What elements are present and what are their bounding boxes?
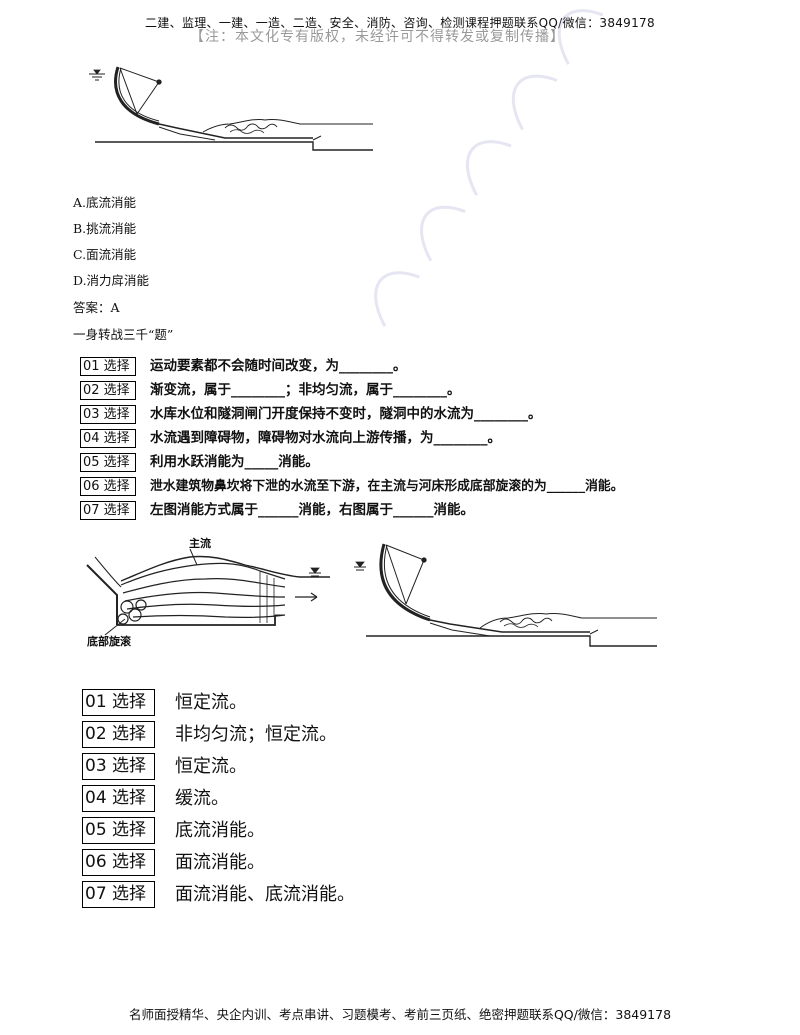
hydraulic-jump-diagram: 主流 底部旋滚	[86, 536, 330, 648]
question-tag-07: 07 选择	[80, 501, 136, 520]
answer-tag-05: 05 选择	[82, 817, 155, 844]
question-text-01: 运动要素都不会随时间改变，为________。	[150, 358, 407, 374]
bottom-roller-label: 底部旋滚	[87, 634, 132, 648]
answer-tag-04: 04 选择	[82, 785, 155, 812]
answer-tag-06: 06 选择	[82, 849, 155, 876]
question-text-06: 泄水建筑物鼻坎将下泄的水流至下游，在主流与河床形成底部旋滚的为______消能。	[150, 479, 624, 494]
question-tag-05: 05 选择	[80, 453, 136, 472]
main-flow-label: 主流	[189, 536, 211, 550]
question-tag-01: 01 选择	[80, 357, 136, 376]
question-tag-03: 03 选择	[80, 405, 136, 424]
flip-bucket-diagram-top	[89, 66, 373, 151]
question-text-04: 水流遇到障碍物，障碍物对水流向上游传播，为________。	[150, 430, 501, 446]
question-text-07: 左图消能方式属于______消能，右图属于______消能。	[150, 502, 474, 518]
answer-tag-03: 03 选择	[82, 753, 155, 780]
answer-text-02: 非均匀流；恒定流。	[175, 724, 337, 745]
answer-tag-07: 07 选择	[82, 881, 155, 908]
question-text-05: 利用水跃消能为_____消能。	[150, 454, 319, 470]
flip-bucket-diagram-right	[354, 543, 657, 647]
header-contact-line: 二建、监理、一建、一造、二造、安全、消防、咨询、检测课程押题联系QQ/微信：38…	[145, 16, 655, 30]
header-copyright-notice: 【注：本文化专有版权，未经许可不得转发或复制传播】	[190, 29, 565, 45]
answer-text-03: 恒定流。	[175, 756, 247, 777]
answer-text-07: 面流消能、底流消能。	[175, 884, 355, 905]
watermark-decoration	[330, 0, 650, 355]
answer-text-04: 缓流。	[175, 788, 229, 809]
question-tag-04: 04 选择	[80, 429, 136, 448]
answer-text-01: 恒定流。	[175, 692, 247, 713]
option-a: A.底流消能	[73, 195, 137, 210]
answer-text-05: 底流消能。	[175, 820, 265, 841]
section-title: 一身转战三千“题”	[73, 327, 174, 342]
answer-text-06: 面流消能。	[175, 852, 265, 873]
answer-tag-01: 01 选择	[82, 689, 155, 716]
option-c: C.面流消能	[73, 247, 137, 262]
answer-tag-02: 02 选择	[82, 721, 155, 748]
question-tag-02: 02 选择	[80, 381, 136, 400]
question-text-02: 渐变流，属于________；非均匀流，属于________。	[150, 382, 461, 398]
question-tag-06: 06 选择	[80, 477, 136, 496]
question-text-03: 水库水位和隧洞闸门开度保持不变时，隧洞中的水流为________。	[150, 406, 542, 422]
footer-contact-line: 名师面授精华、央企内训、考点串讲、习题模考、考前三页纸、绝密押题联系QQ/微信：…	[128, 1007, 672, 1022]
option-d: D.消力戽消能	[73, 273, 150, 288]
option-b: B.挑流消能	[73, 221, 137, 236]
answer-line: 答案：A	[73, 300, 120, 315]
